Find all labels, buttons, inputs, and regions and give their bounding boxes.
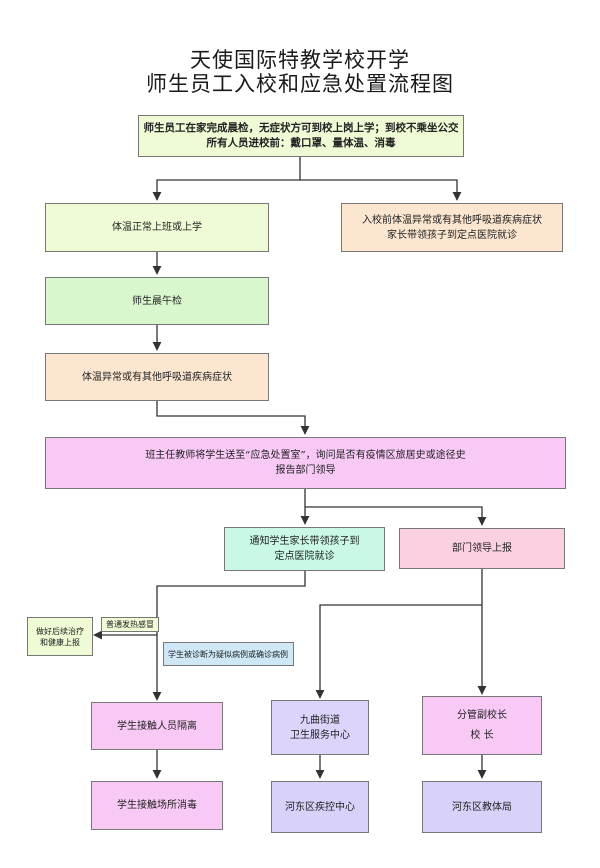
isolation-box: 学生接触人员隔离 xyxy=(91,702,223,750)
principal-line-1: 分管副校长 xyxy=(457,709,507,721)
follow-up-line-2: 和健康上报 xyxy=(40,637,80,647)
entry-requirements-box: 师生员工在家完成晨检，无症状方可到校上岗上学；到校不乘坐公交 所有人员进校前：戴… xyxy=(138,115,464,157)
follow-up-box: 做好后续治疗 和健康上报 xyxy=(27,617,93,656)
disinfection-box: 学生接触场所消毒 xyxy=(91,781,223,830)
noon-check-label: 师生晨午检 xyxy=(132,295,182,307)
cdc-box: 河东区疾控中心 xyxy=(271,781,369,833)
emergency-room-line-1: 班主任教师将学生送至“应急处置室”，询问是否有疫情区旅居史或途径史 xyxy=(145,450,466,461)
abnormal-temp-box: 体温异常或有其他呼吸道疾病症状 xyxy=(45,353,269,401)
common-fever-label: 普通发热感冒 xyxy=(101,617,159,632)
normal-temp-box: 体温正常上班或上学 xyxy=(45,203,269,252)
report-leader-box: 部门领导上报 xyxy=(399,528,565,569)
normal-temp-label: 体温正常上班或上学 xyxy=(112,222,202,233)
notify-parent-line-1: 通知学生家长带领孩子到 xyxy=(249,536,360,547)
suspected-case-text: 学生被诊断为疑似病例或确诊病例 xyxy=(168,649,288,659)
principal-line-2: 校 长 xyxy=(470,729,494,741)
street-health-center-line-1: 九曲街道 xyxy=(300,714,340,726)
abnormal-before-entry-line-1: 入校前体温异常或有其他呼吸道疾病症状 xyxy=(362,214,542,226)
notify-parent-line-2: 定点医院就诊 xyxy=(274,551,335,562)
suspected-case-label: 学生被诊断为疑似病例或确诊病例 xyxy=(163,642,294,666)
education-bureau-label: 河东区教体局 xyxy=(452,801,512,813)
abnormal-before-entry-box: 入校前体温异常或有其他呼吸道疾病症状 家长带领孩子到定点医院就诊 xyxy=(341,203,563,252)
entry-requirements-line-2: 所有人员进校前：戴口罩、量体温、消毒 xyxy=(206,137,396,149)
emergency-room-box: 班主任教师将学生送至“应急处置室”，询问是否有疫情区旅居史或途径史 报告部门领导 xyxy=(45,437,566,489)
disinfection-label: 学生接触场所消毒 xyxy=(117,800,197,811)
abnormal-temp-label: 体温异常或有其他呼吸道疾病症状 xyxy=(82,371,232,383)
isolation-label: 学生接触人员隔离 xyxy=(117,720,197,732)
entry-requirements-line-1: 师生员工在家完成晨检，无症状方可到校上岗上学；到校不乘坐公交 xyxy=(143,122,459,134)
notify-parent-box: 通知学生家长带领孩子到 定点医院就诊 xyxy=(224,527,385,571)
street-health-center-box: 九曲街道 卫生服务中心 xyxy=(271,700,369,755)
abnormal-before-entry-line-2: 家长带领孩子到定点医院就诊 xyxy=(387,229,517,241)
cdc-label: 河东区疾控中心 xyxy=(285,801,355,813)
education-bureau-box: 河东区教体局 xyxy=(422,781,542,833)
street-health-center-line-2: 卫生服务中心 xyxy=(290,729,350,741)
report-leader-label: 部门领导上报 xyxy=(452,543,512,554)
noon-check-box: 师生晨午检 xyxy=(45,277,269,325)
title-line-2: 师生员工入校和应急处置流程图 xyxy=(146,72,454,96)
principal-box: 分管副校长 校 长 xyxy=(422,696,542,755)
follow-up-line-1: 做好后续治疗 xyxy=(36,626,84,636)
emergency-room-line-2: 报告部门领导 xyxy=(275,465,336,476)
title-line-1: 天使国际特教学校开学 xyxy=(190,48,410,72)
